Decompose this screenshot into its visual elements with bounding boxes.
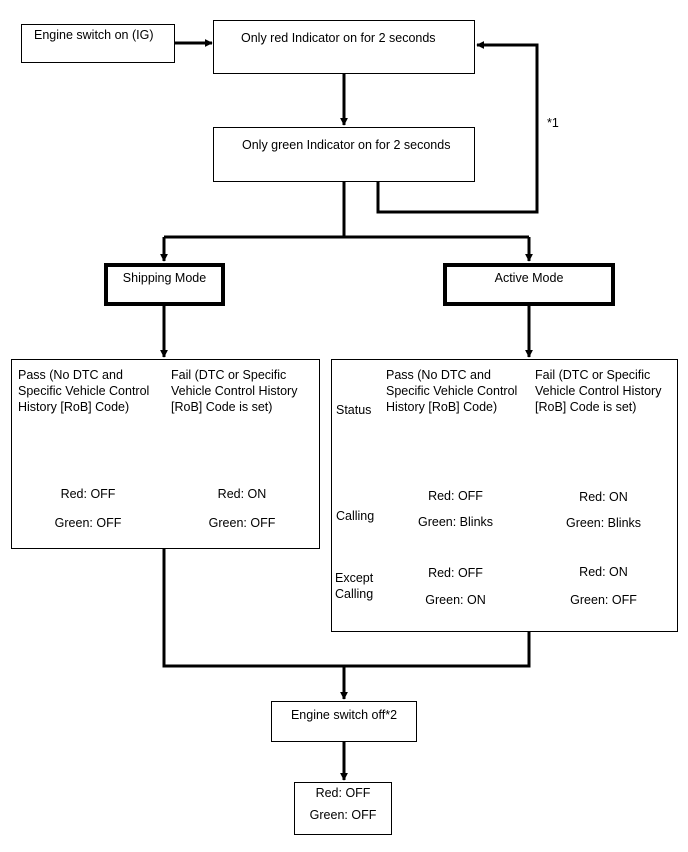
loop-note-label: *1	[547, 116, 559, 130]
shipping-mode-box	[104, 263, 225, 306]
active-row-calling-status: Calling	[336, 509, 375, 523]
shipping-fail-header: Fail (DTC or Specific Vehicle Control Hi…	[171, 368, 298, 414]
red-indicator-label: Only red Indicator on for 2 seconds	[241, 31, 436, 45]
engine-off-box	[271, 701, 417, 742]
shipping-pass-header: Pass (No DTC and Specific Vehicle Contro…	[18, 368, 150, 414]
shipping-fail-green: Green: OFF	[208, 516, 276, 530]
merge-line	[162, 548, 531, 668]
active-row-calling-fail-red: Red: ON	[579, 490, 628, 504]
active-row-except-calling-pass-red: Red: OFF	[428, 566, 483, 580]
shipping-fail-red: Red: ON	[217, 487, 267, 501]
active-row-except-calling-status: Except Calling	[335, 571, 374, 601]
active-mode-label: Active Mode	[494, 271, 564, 285]
shipping-table	[11, 359, 320, 549]
start-box	[21, 24, 175, 63]
active-row-calling-pass-green: Green: Blinks	[417, 515, 494, 529]
shipping-pass-green: Green: OFF	[54, 516, 122, 530]
active-row-except-calling-fail-red: Red: ON	[579, 565, 628, 579]
active-row-except-calling-fail-green: Green: OFF	[570, 593, 637, 607]
active-row-except-calling-pass-green: Green: ON	[425, 593, 486, 607]
active-fail-header: Fail (DTC or Specific Vehicle Control Hi…	[535, 368, 662, 414]
final-state-box	[294, 782, 392, 835]
active-mode-box	[443, 263, 615, 306]
final-green-label: Green: OFF	[309, 808, 377, 822]
active-pass-header: Pass (No DTC and Specific Vehicle Contro…	[386, 368, 518, 414]
active-status-header: Status	[336, 403, 372, 417]
green-indicator-box	[213, 127, 475, 182]
active-row-calling-fail-green: Green: Blinks	[565, 516, 642, 530]
active-table	[331, 359, 678, 632]
shipping-pass-red: Red: OFF	[60, 487, 116, 501]
active-row-calling-pass-red: Red: OFF	[428, 489, 483, 503]
final-red-label: Red: OFF	[315, 786, 371, 800]
red-indicator-box	[213, 20, 475, 74]
green-indicator-label: Only green Indicator on for 2 seconds	[242, 138, 451, 152]
engine-off-label: Engine switch off*2	[290, 708, 398, 722]
shipping-mode-label: Shipping Mode	[122, 271, 207, 285]
loop-back-arrow	[376, 41, 539, 214]
start-label: Engine switch on (IG)	[34, 28, 154, 42]
